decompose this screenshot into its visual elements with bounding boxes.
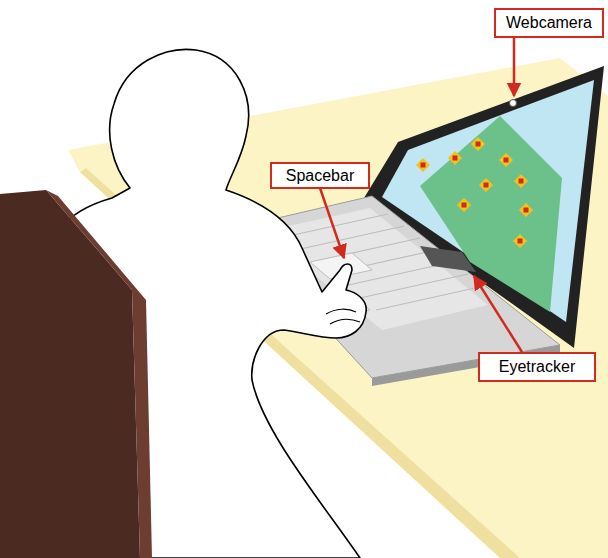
callout-label: Eyetracker bbox=[499, 358, 575, 376]
callout-label: Webcamera bbox=[506, 14, 592, 32]
leader-arrow bbox=[513, 38, 516, 96]
leader-arrow bbox=[320, 188, 344, 258]
finger-lines bbox=[326, 309, 360, 324]
chair-back bbox=[0, 190, 140, 558]
callout-box: Eyetracker bbox=[478, 352, 596, 382]
callout-box: Webcamera bbox=[494, 8, 604, 38]
webcam-lens bbox=[510, 100, 517, 107]
chair-edge bbox=[46, 190, 152, 558]
flower-targets bbox=[416, 137, 533, 248]
callout-box: Spacebar bbox=[270, 162, 370, 189]
callout-label: Spacebar bbox=[286, 167, 355, 185]
eyetracker-device bbox=[420, 246, 476, 272]
leader-arrow bbox=[474, 276, 522, 352]
